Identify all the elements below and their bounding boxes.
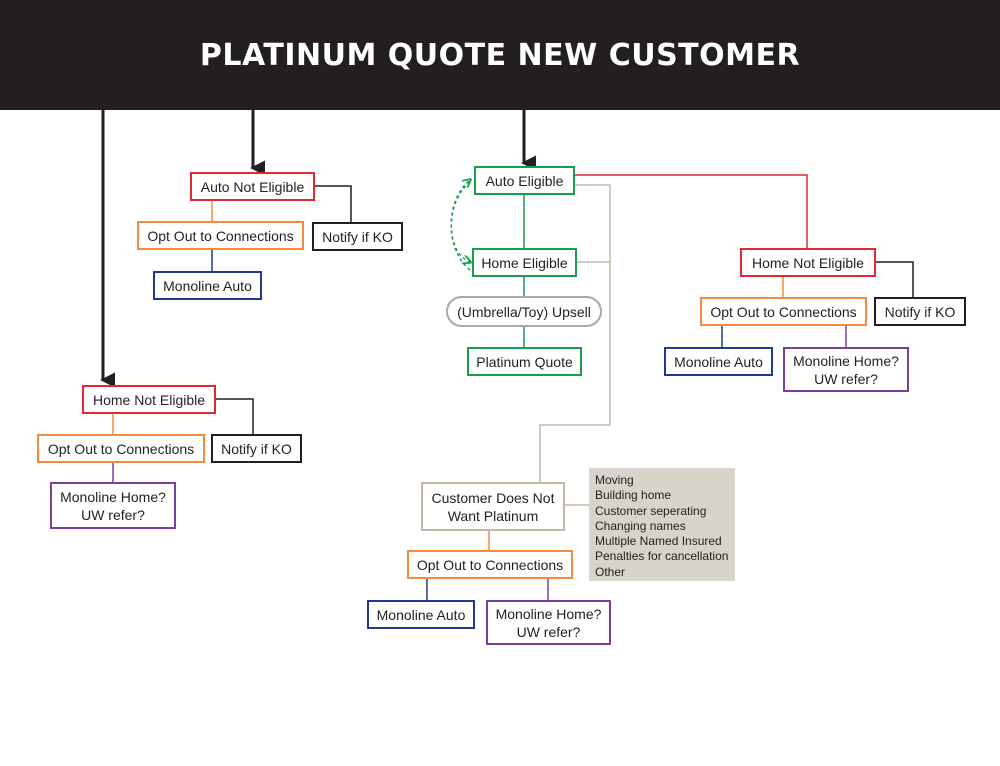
monoline-home-left-line2: UW refer? [81, 506, 145, 523]
monoline-home-right-line2: UW refer? [814, 370, 878, 387]
notify-label-3: Notify if KO [884, 303, 956, 320]
reason-item: Other [595, 564, 626, 579]
monoline-auto-node-4: Monoline Auto [367, 600, 475, 629]
home-eligible-label: Home Eligible [481, 254, 568, 271]
home-not-eligible-left-node: Home Not Eligible [82, 385, 216, 414]
home-not-eligible-right-label: Home Not Eligible [751, 254, 865, 271]
reason-item: Customer seperating [595, 503, 707, 518]
title-banner: PLATINUM QUOTE NEW CUSTOMER [0, 0, 1000, 110]
opt-out-to-connections-node-2: Opt Out to Connections [37, 434, 205, 463]
monoline-auto-label-3: Monoline Auto [674, 353, 763, 370]
notify-if-ko-node-1: Notify if KO [312, 222, 403, 251]
reason-item: Multiple Named Insured [595, 534, 722, 549]
page-title: PLATINUM QUOTE NEW CUSTOMER [199, 37, 801, 73]
auto-not-eligible-label: Auto Not Eligible [200, 178, 305, 195]
customer-does-not-want-platinum-node: Customer Does Not Want Platinum [421, 482, 565, 531]
opt-out-label-2: Opt Out to Connections [47, 440, 195, 457]
opt-out-to-connections-node-4: Opt Out to Connections [407, 550, 573, 579]
reason-item: Building home [595, 488, 672, 503]
platinum-quote-node: Platinum Quote [467, 347, 582, 376]
link-home-ne-right-notify [876, 261, 914, 297]
monoline-home-right-line1: Monoline Home? [793, 352, 899, 369]
opt-out-to-connections-node-1: Opt Out to Connections [137, 221, 304, 250]
auto-eligible-label: Auto Eligible [485, 172, 564, 189]
opt-out-label-1: Opt Out to Connections [147, 227, 294, 244]
link-home-ne-left-notify [216, 398, 254, 434]
notify-label-2: Notify if KO [221, 440, 292, 457]
link-auto-ne-notify [315, 185, 352, 222]
monoline-home-left-node: Monoline Home? UW refer? [50, 482, 176, 529]
link-auto-eligible-customer [539, 184, 611, 482]
home-eligible-node: Home Eligible [472, 248, 577, 277]
auto-not-eligible-node: Auto Not Eligible [190, 172, 315, 201]
opt-out-label-3: Opt Out to Connections [710, 303, 857, 320]
monoline-home-right-node: Monoline Home? UW refer? [783, 347, 909, 392]
notify-if-ko-node-2: Notify if KO [211, 434, 302, 463]
reason-item: Changing names [595, 518, 686, 533]
customer-line2: Want Platinum [447, 507, 539, 524]
monoline-auto-node-3: Monoline Auto [664, 347, 773, 376]
monoline-auto-label-4: Monoline Auto [376, 606, 466, 623]
monoline-auto-node-1: Monoline Auto [153, 271, 262, 300]
auto-eligible-node: Auto Eligible [474, 166, 575, 195]
monoline-home-bottom-line2: UW refer? [516, 623, 581, 640]
home-not-eligible-right-node: Home Not Eligible [740, 248, 876, 277]
monoline-auto-label-1: Monoline Auto [163, 277, 252, 294]
reasons-note-box: Moving Building home Customer seperating… [589, 468, 735, 581]
monoline-home-bottom-line1: Monoline Home? [495, 605, 602, 622]
reason-item: Moving [595, 473, 634, 487]
customer-line1: Customer Does Not [431, 489, 555, 506]
umbrella-toy-upsell-node: (Umbrella/Toy) Upsell [446, 296, 602, 327]
notify-label-1: Notify if KO [322, 228, 393, 245]
upsell-label: (Umbrella/Toy) Upsell [457, 303, 591, 320]
reason-item: Penalties for cancellation [595, 549, 729, 564]
monoline-home-bottom-node: Monoline Home? UW refer? [486, 600, 611, 645]
notify-if-ko-node-3: Notify if KO [874, 297, 966, 326]
opt-out-label-4: Opt Out to Connections [416, 556, 564, 573]
home-not-eligible-left-label: Home Not Eligible [92, 391, 206, 408]
link-auto-eligible-home-ne-right [575, 174, 808, 248]
monoline-home-left-line1: Monoline Home? [60, 488, 166, 505]
platinum-quote-label: Platinum Quote [476, 353, 573, 370]
opt-out-to-connections-node-3: Opt Out to Connections [700, 297, 867, 326]
